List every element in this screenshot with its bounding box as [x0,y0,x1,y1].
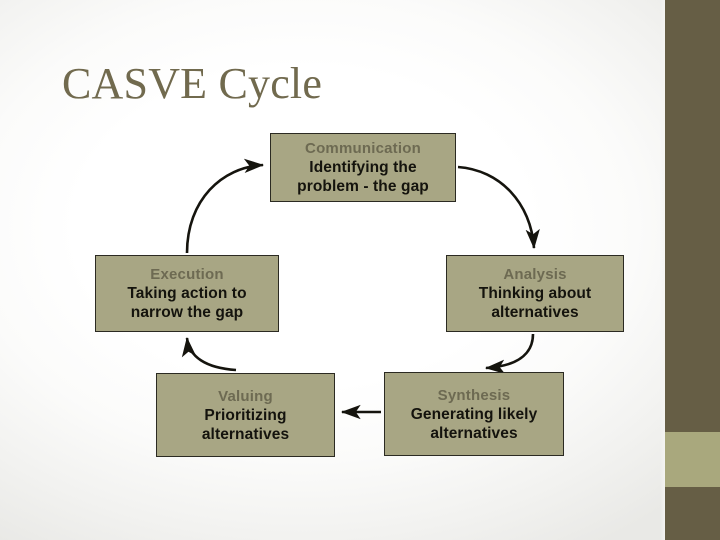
node-communication-body-line2: problem - the gap [297,178,429,195]
node-valuing-heading: Valuing [218,387,273,405]
arrow-valuing-to-execution [181,336,237,372]
node-communication-heading: Communication [305,140,421,157]
node-analysis-body-line2: alternatives [491,304,579,321]
node-valuing-body-line2: alternatives [201,425,290,443]
node-analysis[interactable]: Analysis Thinking about alternatives [446,255,624,332]
node-execution-heading: Execution [150,266,224,283]
node-synthesis-body-line2: alternatives [430,424,518,442]
node-analysis-body-line1: Thinking about [478,285,592,302]
node-communication-body-line1: Identifying the [309,159,417,176]
decorative-edge-highlight [660,0,665,540]
arrow-communication-to-analysis [457,165,540,250]
decorative-accent-band [665,432,720,487]
page-title: CASVE Cycle [62,59,323,108]
node-communication[interactable]: Communication Identifying the problem - … [270,133,456,202]
arrow-analysis-to-synthesis [484,333,535,374]
node-synthesis[interactable]: Synthesis Generating likely alternatives [384,372,564,456]
node-valuing-body-line1: Prioritizing [204,406,287,424]
node-execution-body-line2: narrow the gap [130,304,244,321]
node-execution[interactable]: Execution Taking action to narrow the ga… [95,255,279,332]
node-valuing[interactable]: Valuing Prioritizing alternatives [156,373,335,457]
node-synthesis-body-line1: Generating likely [410,405,538,423]
node-execution-body-line1: Taking action to [127,285,247,302]
node-analysis-heading: Analysis [503,266,567,283]
arrow-execution-to-communication [185,158,265,254]
node-synthesis-heading: Synthesis [437,386,511,404]
